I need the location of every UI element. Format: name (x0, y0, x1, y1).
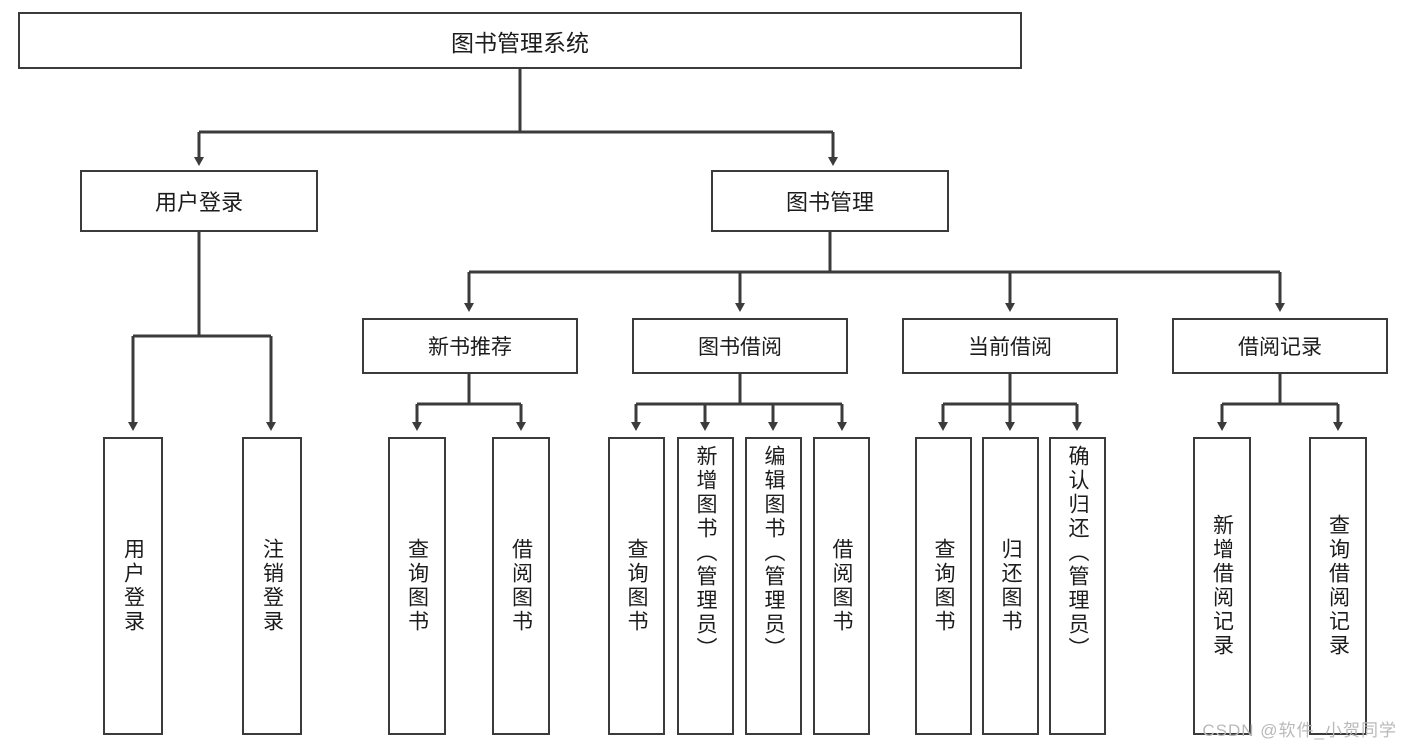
leaf-query-book-new[interactable]: 查询图书 (388, 437, 446, 735)
leaf-add-book-admin[interactable]: 新增图书（管理员） (677, 437, 734, 735)
leaf-query-book-current[interactable]: 查询图书 (915, 437, 972, 735)
leaf-return-book[interactable]: 归还图书 (982, 437, 1039, 735)
leaf-user-login[interactable]: 用户登录 (103, 437, 163, 735)
leaf-logout-login[interactable]: 注销登录 (242, 437, 302, 735)
leaf-label: 查询图书 (625, 538, 648, 634)
leaf-borrow-book-new[interactable]: 借阅图书 (492, 437, 550, 735)
csdn-watermark: CSDN @软件_小贺同学 (1202, 721, 1397, 740)
leaf-add-borrow-record[interactable]: 新增借阅记录 (1193, 437, 1251, 735)
node-label: 图书借阅 (698, 336, 782, 359)
leaf-edit-book-admin[interactable]: 编辑图书（管理员） (745, 437, 802, 735)
leaf-label: 查询借阅记录 (1326, 514, 1350, 658)
node-current-borrow[interactable]: 当前借阅 (902, 318, 1118, 374)
node-label: 图书管理系统 (451, 29, 589, 56)
leaf-label: 新增图书（管理员） (694, 445, 717, 661)
leaf-query-borrow-record[interactable]: 查询借阅记录 (1309, 437, 1367, 735)
leaf-label: 借阅图书 (830, 538, 853, 634)
leaf-label: 注销登录 (260, 538, 284, 634)
node-label: 用户登录 (154, 190, 243, 215)
node-book-manage[interactable]: 图书管理 (711, 170, 949, 232)
node-label: 当前借阅 (968, 336, 1052, 359)
node-new-book-recommend[interactable]: 新书推荐 (362, 318, 578, 374)
node-user-login[interactable]: 用户登录 (80, 170, 318, 232)
leaf-label: 确认归还（管理员） (1066, 445, 1089, 661)
node-label: 借阅记录 (1238, 336, 1322, 359)
leaf-label: 用户登录 (121, 538, 145, 634)
node-root-book-management-system[interactable]: 图书管理系统 (18, 12, 1022, 69)
node-book-borrow[interactable]: 图书借阅 (632, 318, 848, 374)
leaf-label: 借阅图书 (509, 538, 533, 634)
leaf-label: 编辑图书（管理员） (762, 445, 785, 661)
node-borrow-record[interactable]: 借阅记录 (1172, 318, 1388, 374)
leaf-query-book-borrow[interactable]: 查询图书 (608, 437, 665, 735)
leaf-confirm-return-admin[interactable]: 确认归还（管理员） (1049, 437, 1106, 735)
leaf-label: 归还图书 (999, 538, 1022, 634)
leaf-label: 新增借阅记录 (1210, 514, 1234, 658)
leaf-label: 查询图书 (932, 538, 955, 634)
leaf-borrow-book-borrow[interactable]: 借阅图书 (813, 437, 870, 735)
node-label: 图书管理 (785, 190, 874, 215)
node-label: 新书推荐 (428, 336, 512, 359)
leaf-label: 查询图书 (405, 538, 429, 634)
